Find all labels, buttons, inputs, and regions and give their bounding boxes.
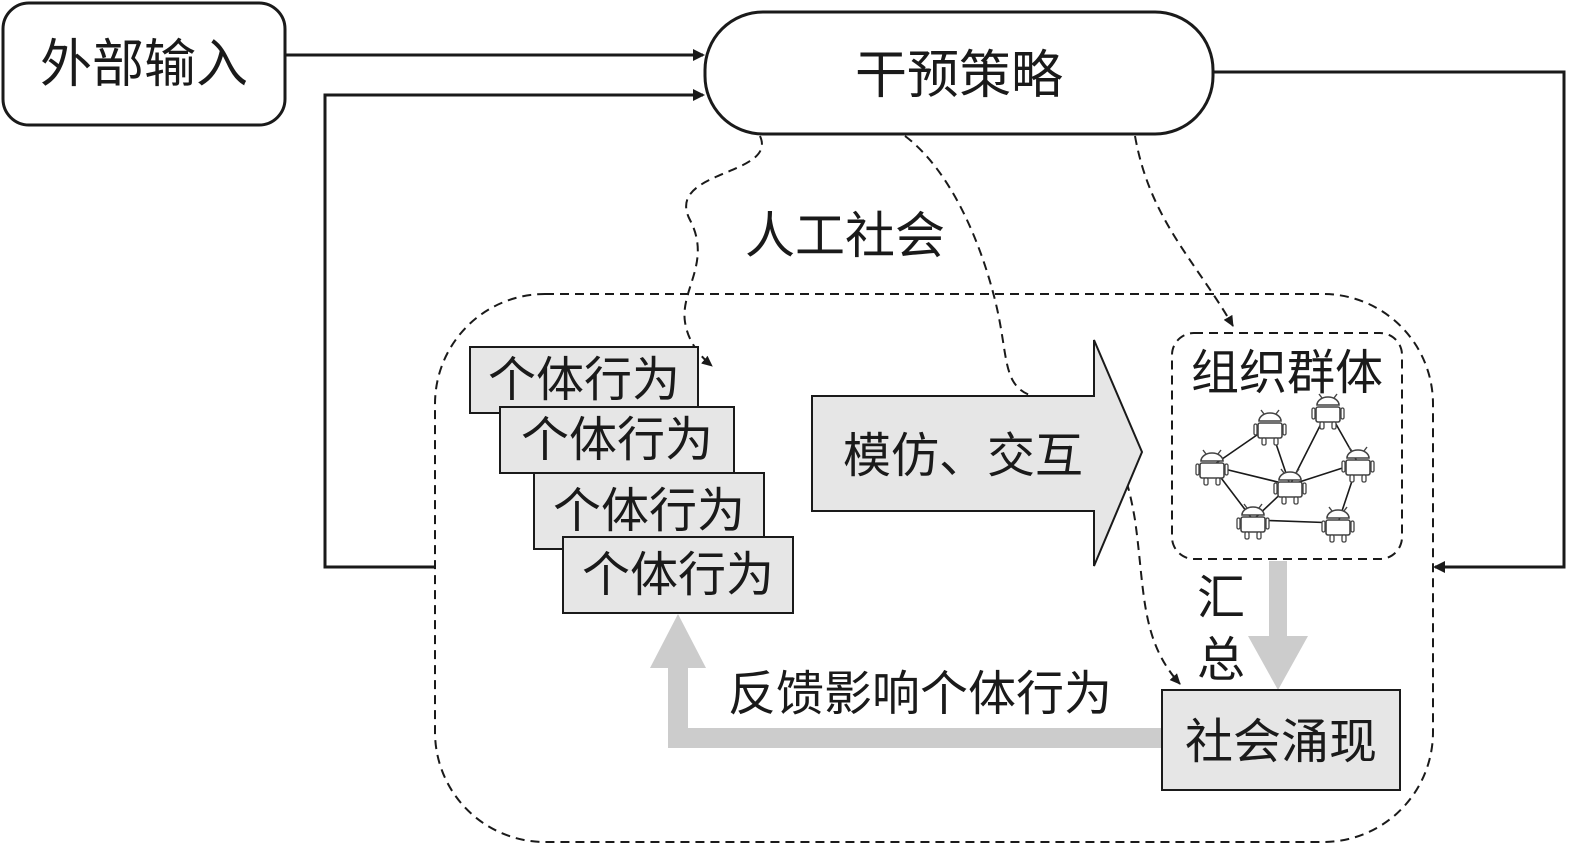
individual-behavior-label: 个体行为 [582, 547, 774, 603]
android-robot-icon [1321, 506, 1355, 543]
society-to-intervention-feedback-arrow [323, 89, 705, 569]
individual-behavior-box [469, 346, 699, 414]
individual-behavior-label: 个体行为 [553, 483, 745, 539]
android-robot-icon [1253, 409, 1287, 446]
android-robot-icon [1341, 446, 1375, 483]
artificial-society-label: 人工社会 [745, 207, 945, 265]
imitation-interaction-label: 模仿、交互 [843, 428, 1083, 484]
aggregate-label-top: 汇 [1197, 570, 1245, 626]
organization-group-box [1171, 332, 1403, 560]
feedback-label: 反馈影响个体行为 [728, 666, 1112, 722]
feedback-arrow-head [650, 614, 706, 668]
individual-behavior-box [499, 406, 735, 474]
intervention-to-individual-dashed-arrow [683, 135, 763, 367]
external-input-box [1, 1, 287, 127]
intervention-to-society-arrow [1213, 70, 1566, 573]
external-input-label: 外部输入 [40, 35, 248, 95]
aggregate-arrow-shaft [1269, 561, 1287, 639]
imitation-interaction-arrow [811, 339, 1144, 567]
intervention-strategy-label: 干预策略 [855, 46, 1063, 106]
individual-behavior-label: 个体行为 [521, 412, 713, 468]
individual-behavior-label: 个体行为 [488, 352, 680, 408]
organization-group-label: 组织群体 [1191, 345, 1383, 401]
social-emergence-box [1161, 689, 1401, 791]
intervention-to-group-dashed-arrow [1134, 135, 1234, 327]
feedback-arrow-shaft [668, 728, 1162, 748]
feedback-arrow-riser [668, 664, 688, 748]
aggregate-arrow-head [1248, 636, 1308, 690]
android-robot-icon [1273, 468, 1307, 505]
social-emergence-label: 社会涌现 [1185, 714, 1377, 770]
individual-behavior-box [562, 536, 794, 614]
aggregate-label-bottom: 总 [1197, 632, 1245, 688]
